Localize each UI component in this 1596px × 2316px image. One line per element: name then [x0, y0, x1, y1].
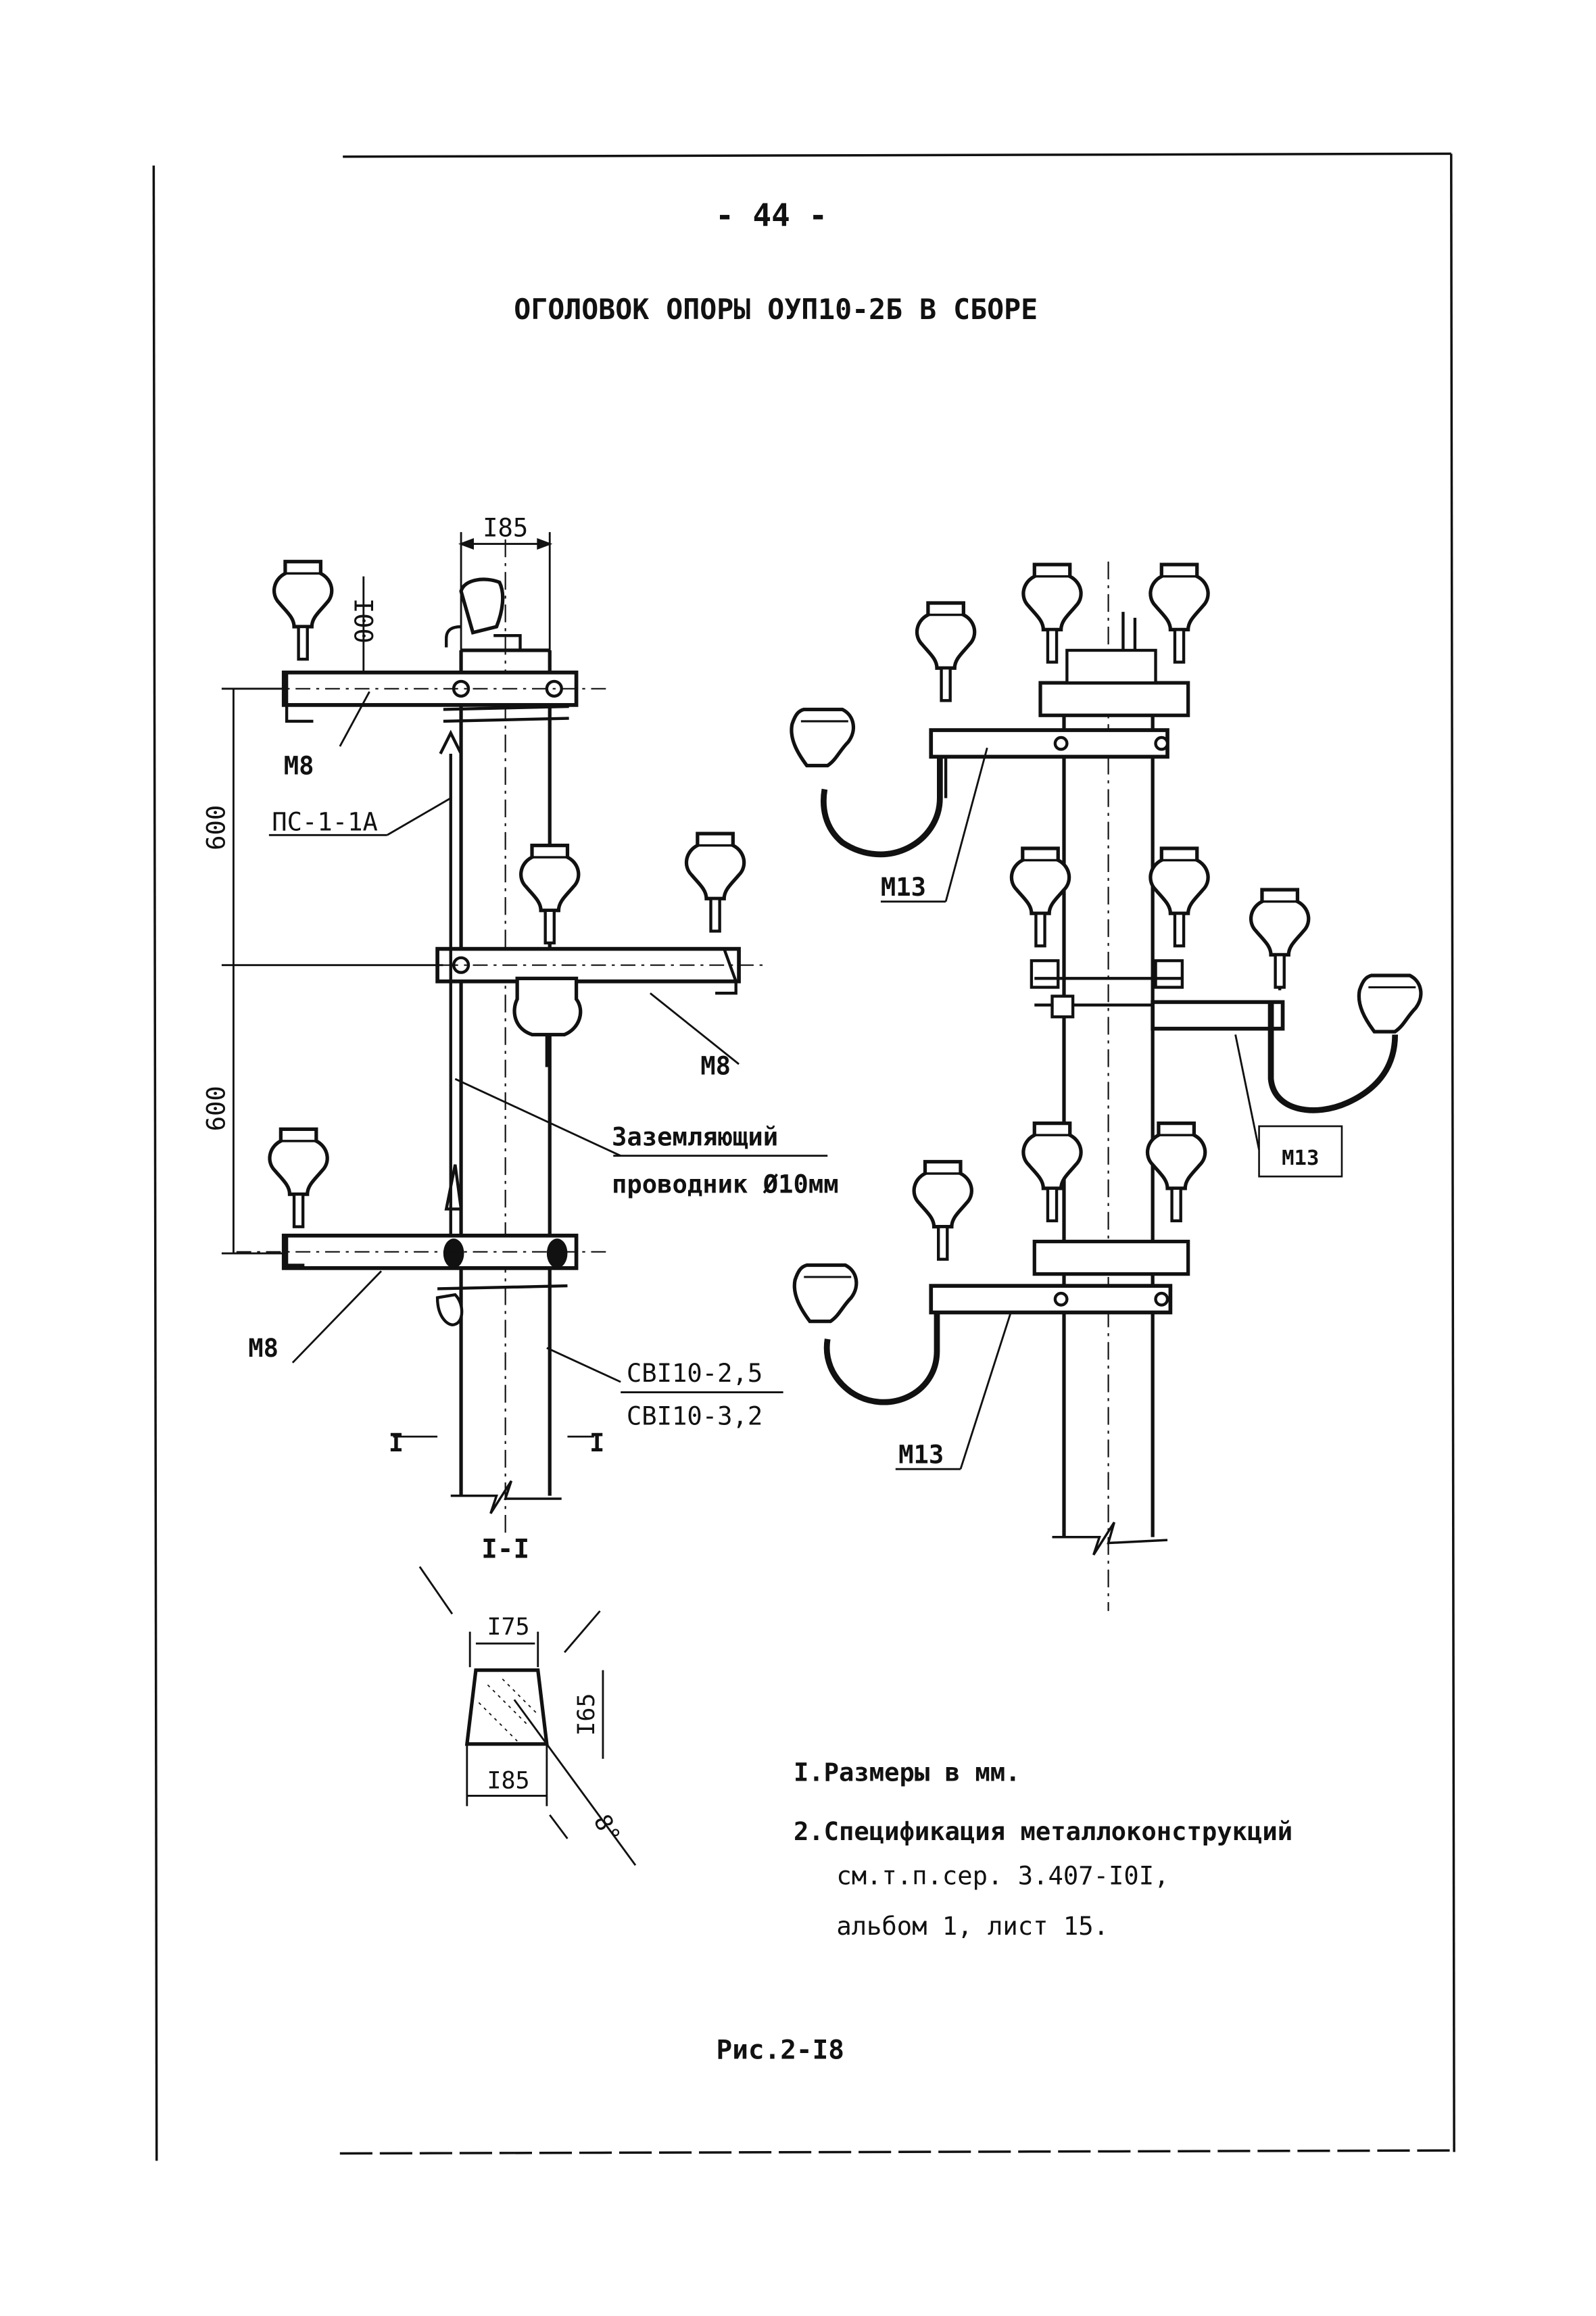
left-assembly: I85 I00 600 600 M8 ПС-1-1А [201, 514, 839, 1537]
label-ground-line2: проводник Ø10мм [612, 1169, 839, 1199]
note-3: см.т.п.сер. 3.407-I0I, [836, 1862, 1169, 1891]
label-m13-top: M13 [881, 873, 926, 902]
note-1: I.Размеры в мм. [794, 1758, 1021, 1787]
insulator-mid-r3 [1251, 890, 1309, 987]
insulator-right-top-2 [1151, 564, 1208, 662]
label-insulator-2: СВI10-3,2 [627, 1402, 763, 1431]
insulator-low-r2 [1148, 1124, 1205, 1221]
crossarm-bottom [236, 1233, 606, 1290]
section-height: I65 [573, 1693, 600, 1736]
label-clamp: ПС-1-1А [272, 808, 378, 837]
section-mark-left: I [389, 1428, 404, 1457]
label-insulator-1: СВI10-2,5 [627, 1359, 763, 1388]
insulator-mid-under [512, 976, 583, 1067]
label-m13-mid: M13 [1282, 1147, 1319, 1170]
insulator-low-r3 [914, 1161, 971, 1259]
bracket-middle [1030, 959, 1399, 1124]
page-number: - 44 - [715, 197, 827, 234]
label-m8-top: M8 [284, 752, 314, 781]
section-bottom-width: I85 [487, 1767, 529, 1794]
insulator-low-hook [794, 1265, 856, 1322]
insulator-left-bottom [270, 1129, 327, 1226]
insulator-pole-top [445, 577, 522, 650]
stamp-box [1258, 1125, 1343, 1178]
sheet-frame [152, 152, 1455, 2161]
dim-span-upper: 600 [201, 805, 231, 850]
insulator-left-top [274, 562, 332, 659]
figure-caption: Рис.2-I8 [717, 2035, 844, 2066]
insulator-mid-left [521, 846, 579, 943]
right-top-cap [1038, 612, 1190, 717]
insulator-mid-r1 [1011, 848, 1069, 946]
insulator-mid-right [686, 834, 744, 931]
notes: I.Размеры в мм. 2.Спецификация металлоко… [794, 1758, 1292, 1941]
label-ground-line1: Заземляющий [612, 1122, 778, 1151]
insulator-mid-hook [1359, 975, 1421, 1032]
section-title: I-I [481, 1533, 529, 1564]
section-mark-right: I [589, 1428, 604, 1457]
left-leaders [268, 691, 828, 1438]
label-m8-bottom: M8 [248, 1334, 279, 1363]
note-2: 2.Спецификация металлоконструкций [794, 1817, 1292, 1846]
dim-span-lower: 600 [201, 1086, 231, 1131]
dim-span [221, 687, 443, 1255]
insulator-upper-hook [792, 709, 854, 765]
label-m8-mid: M8 [700, 1051, 731, 1080]
section-view: I-I I75 I85 I65 8° [418, 1533, 637, 1866]
insulator-mid-r2 [1151, 848, 1208, 946]
insulator-right-top-1 [1023, 564, 1081, 662]
right-assembly: M13 M13 M13 [792, 561, 1421, 1612]
crossarm-middle [236, 946, 769, 995]
dim-top-width-label: I85 [483, 514, 528, 543]
right-pole [1052, 561, 1168, 1612]
note-4: альбом 1, лист 15. [836, 1912, 1109, 1941]
ground-wire [439, 729, 463, 1236]
label-m13-bottom: M13 [898, 1440, 944, 1469]
right-leaders [880, 747, 1260, 1470]
dim-insulator-height-label: I00 [349, 598, 378, 644]
bracket-upper [821, 728, 1169, 858]
bracket-lower [823, 1239, 1190, 1405]
section-top-width: I75 [487, 1614, 529, 1641]
page-title: ОГОЛОВОК ОПОРЫ ОУП10-2Б В СБОРЕ [514, 293, 1038, 326]
dim-top-width [458, 532, 553, 650]
insulator-right-top-3 [917, 603, 975, 700]
crossarm-top [266, 670, 606, 723]
insulator-low-r1 [1023, 1124, 1081, 1221]
